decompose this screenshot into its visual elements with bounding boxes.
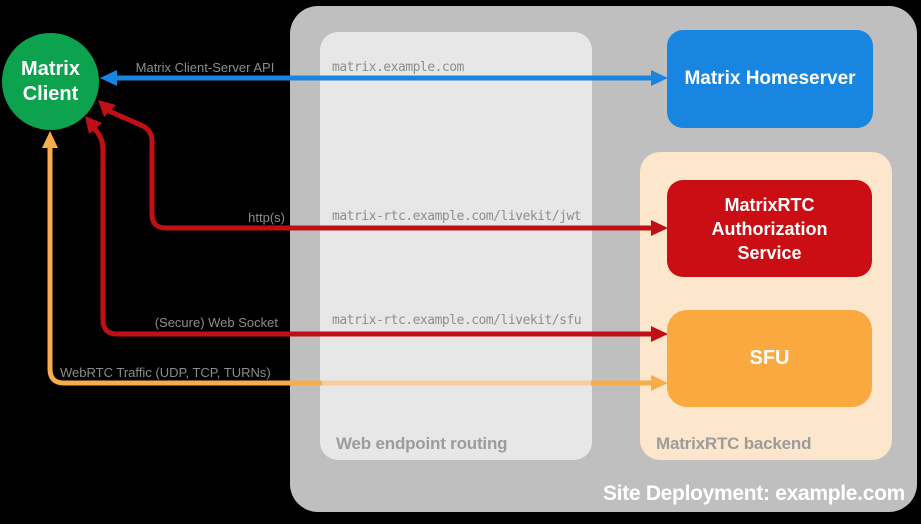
https-label: http(s) <box>248 210 285 225</box>
client-server-api-label: Matrix Client-Server API <box>135 60 275 75</box>
auth-label-line3: Service <box>737 242 802 263</box>
sfu-node: SFU <box>667 310 872 407</box>
auth-label-line2: Authorization <box>711 218 828 239</box>
webrtc-label: WebRTC Traffic (UDP, TCP, TURNs) <box>60 365 271 380</box>
webrtc-arrow <box>42 131 668 391</box>
matrix-homeserver-node: Matrix Homeserver <box>667 30 873 128</box>
auth-label-line1: MatrixRTC <box>724 194 815 215</box>
websocket-arrow <box>85 116 668 342</box>
matrix-client-node: Matrix Client <box>2 33 99 130</box>
matrixrtc-auth-service-node: MatrixRTC Authorization Service <box>667 180 872 277</box>
matrixrtc-backend-caption: MatrixRTC backend <box>656 434 812 453</box>
client-server-api-arrow <box>100 70 668 86</box>
matrix-client-label-line1: Matrix <box>21 57 80 80</box>
endpoint-sfu: matrix-rtc.example.com/livekit/sfu <box>332 313 582 328</box>
web-endpoint-routing-panel <box>320 32 592 460</box>
https-arrow <box>98 100 668 236</box>
matrix-client-label-line2: Client <box>22 82 79 105</box>
sfu-label: SFU <box>749 347 790 369</box>
web-endpoint-routing-caption: Web endpoint routing <box>336 434 508 453</box>
websocket-label: (Secure) Web Socket <box>154 315 278 330</box>
endpoint-jwt: matrix-rtc.example.com/livekit/jwt <box>332 209 582 224</box>
site-deployment-caption: Site Deployment: example.com <box>602 482 905 505</box>
matrix-homeserver-label: Matrix Homeserver <box>684 68 856 89</box>
endpoint-homeserver: matrix.example.com <box>332 60 464 75</box>
